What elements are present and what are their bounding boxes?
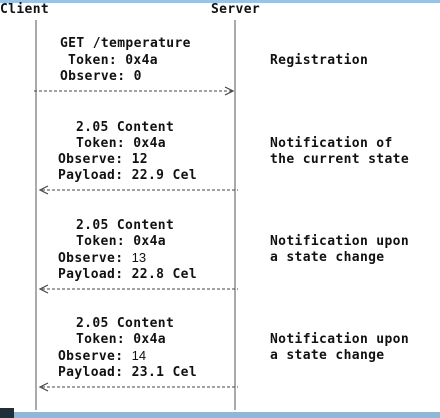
response-2-observe-line: Observe: 13 <box>58 250 146 267</box>
observe-key: Observe: <box>58 349 132 364</box>
response-1-token-line: Token: 0x4a <box>76 136 166 151</box>
request-token-line: Token: 0x4a <box>68 53 158 68</box>
request-observe-line: Observe: 0 <box>60 69 142 84</box>
bottom-edge-highlight <box>0 412 440 418</box>
arrow-notification-3-head <box>38 382 49 392</box>
response-1-status-line: 2.05 Content <box>76 120 175 135</box>
response-3-status-line: 2.05 Content <box>76 316 175 331</box>
response-2-status-line: 2.05 Content <box>76 218 175 233</box>
response-3-payload-line: Payload: 23.1 Cel <box>58 365 198 380</box>
note-state-change-1-line-1: Notification upon <box>270 234 410 249</box>
note-state-change-1-line-2: a state change <box>270 250 385 265</box>
arrow-registration-head <box>224 86 235 96</box>
response-1-observe-line: Observe: 12 <box>58 152 148 167</box>
client-label: Client <box>0 2 50 17</box>
note-registration: Registration <box>270 53 369 68</box>
response-3-token-line: Token: 0x4a <box>76 332 166 347</box>
note-state-change-2-line-1: Notification upon <box>270 332 410 347</box>
response-2-payload-line: Payload: 22.8 Cel <box>58 267 198 282</box>
response-1-payload-line: Payload: 22.9 Cel <box>58 168 198 183</box>
response-3-observe-line: Observe: 14 <box>58 348 146 365</box>
corner-mark <box>0 408 14 418</box>
top-edge-highlight <box>0 0 440 3</box>
observe-value: 13 <box>131 250 147 265</box>
arrow-notification-1-head <box>38 185 49 195</box>
arrow-notification-2-head <box>38 284 49 294</box>
note-notification-current-line-1: Notification of <box>270 136 393 151</box>
observe-key: Observe: <box>58 251 132 266</box>
note-state-change-2-line-2: a state change <box>270 348 385 363</box>
response-2-token-line: Token: 0x4a <box>76 234 166 249</box>
observe-value: 14 <box>131 348 147 363</box>
request-method-line: GET /temperature <box>60 36 191 51</box>
note-notification-current-line-2: the current state <box>270 152 410 167</box>
server-label: Server <box>211 2 261 17</box>
